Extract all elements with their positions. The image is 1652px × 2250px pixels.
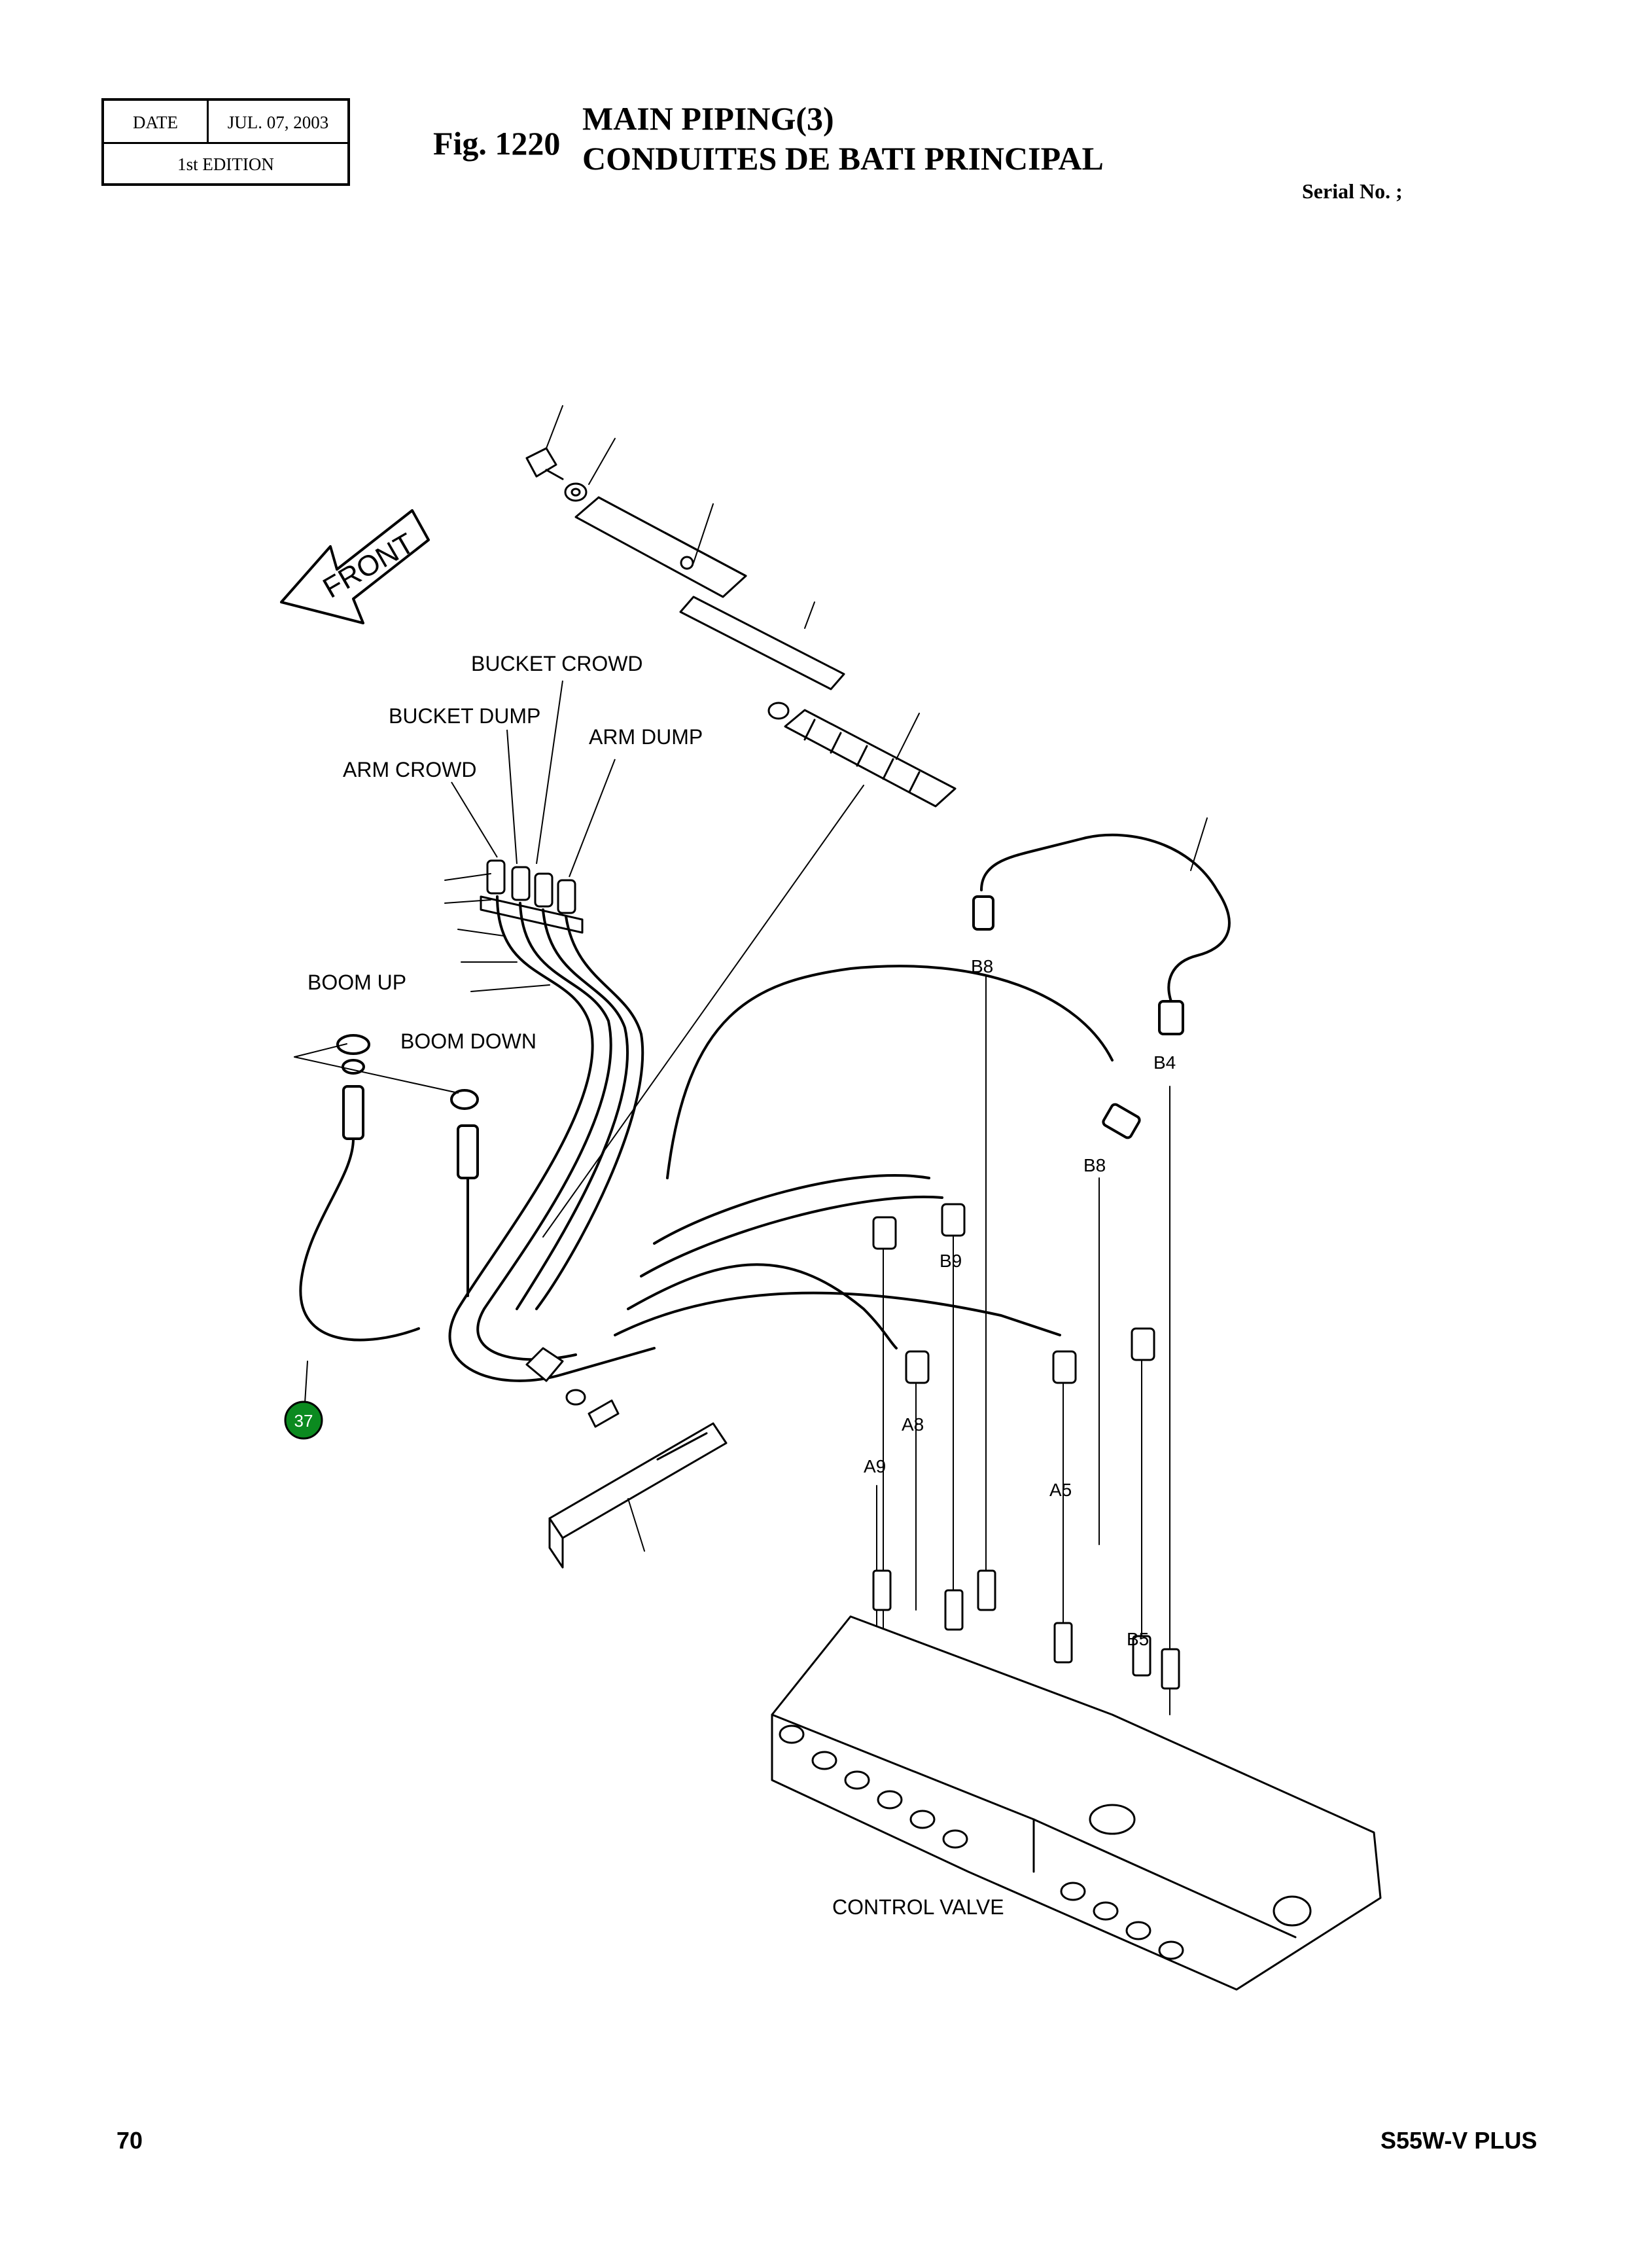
page-number: 70	[116, 2127, 143, 2154]
label-boom-down: BOOM DOWN	[400, 1029, 536, 1053]
boom-hoses	[294, 1034, 479, 1414]
port-labels: B8 B4 B8 B9 A8 A9 A5 B5	[864, 956, 1176, 1649]
line-labels: BUCKET CROWD BUCKET DUMP ARM DUMP ARM CR…	[308, 652, 1004, 1919]
label-control-valve: CONTROL VALVE	[832, 1895, 1004, 1919]
label-arm-dump: ARM DUMP	[589, 725, 703, 749]
figure-number: Fig. 1220	[433, 125, 561, 162]
return-pipe	[972, 817, 1231, 1139]
date-value: JUL. 07, 2003	[227, 113, 329, 132]
port-leader-lines	[876, 974, 1170, 1715]
port-label-a5: A5	[1049, 1480, 1072, 1500]
label-bucket-dump: BUCKET DUMP	[389, 704, 540, 728]
port-label-b8-top: B8	[971, 956, 993, 976]
callout-badge-37[interactable]: 37	[284, 1401, 323, 1440]
port-label-b8-mid: B8	[1083, 1155, 1106, 1175]
port-label-b5: B5	[1127, 1629, 1149, 1649]
figure-title-french: CONDUITES DE BATI PRINCIPAL	[582, 140, 1104, 177]
label-boom-up: BOOM UP	[308, 971, 406, 994]
clamp-and-channel	[525, 1347, 728, 1569]
front-arrow-icon: FRONT	[280, 509, 430, 624]
date-edition-box: DATE JUL. 07, 2003 1st EDITION	[101, 98, 350, 186]
valve-port-nipples	[872, 1569, 1180, 1690]
port-label-a8: A8	[902, 1414, 924, 1435]
hose-fitting-manifold	[444, 859, 584, 992]
callout-badge-label: 37	[294, 1411, 313, 1431]
hose-bundle	[448, 895, 1114, 1382]
bracket-hardware	[525, 405, 957, 1238]
port-fittings	[872, 1203, 1155, 1384]
port-label-b9: B9	[940, 1251, 962, 1271]
figure-title-english: MAIN PIPING(3)	[582, 100, 834, 137]
label-leader-lines	[451, 680, 616, 878]
port-label-b4: B4	[1153, 1052, 1176, 1073]
label-bucket-crowd: BUCKET CROWD	[471, 652, 643, 675]
valve-spool-caps	[779, 1724, 1184, 1960]
serial-number-label: Serial No. ;	[1302, 179, 1403, 203]
control-valve-body	[771, 1569, 1382, 1991]
port-label-a9: A9	[864, 1456, 886, 1476]
label-arm-crowd: ARM CROWD	[343, 758, 476, 781]
date-label: DATE	[104, 101, 209, 144]
edition-label: 1st EDITION	[177, 154, 274, 174]
date-row: DATE JUL. 07, 2003	[104, 101, 347, 144]
model-name: S55W-V PLUS	[1380, 2127, 1538, 2154]
